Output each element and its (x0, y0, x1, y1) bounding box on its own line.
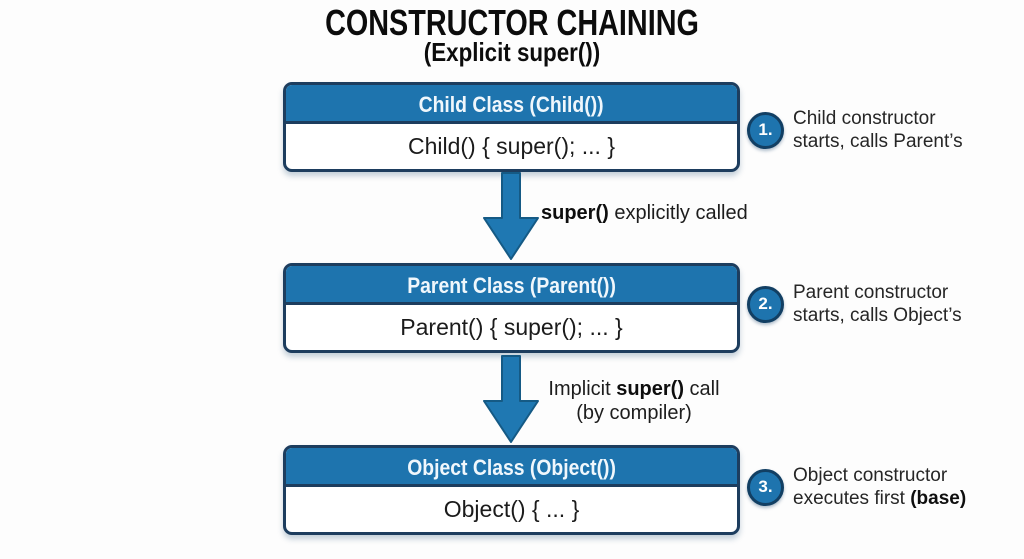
arrow-label-explicit-rest: explicitly called (608, 202, 748, 224)
diagram-subtitle: (Explicit super()) (423, 37, 601, 67)
class-box-parent-header: Parent Class (Parent()) (286, 266, 737, 305)
class-box-child-body: Child() { super(); ... } (407, 133, 616, 159)
arrow-label-implicit-bold: super() (616, 378, 684, 400)
down-arrow-icon (483, 172, 539, 260)
step-text: Child constructor starts, calls Parent’s (793, 107, 963, 153)
class-box-object-header-label: Object Class (Object()) (407, 455, 616, 480)
step-1-line2: starts, calls Parent’s (793, 131, 963, 152)
step-number-badge: 2. (747, 285, 784, 323)
step-2-line1: Parent constructor (793, 282, 949, 303)
step-2-line2: starts, calls Object’s (793, 305, 962, 326)
step-annotation-1: 1. Child constructor starts, calls Paren… (747, 107, 963, 153)
step-text: Parent constructor starts, calls Object’… (793, 281, 962, 327)
arrow-label-implicit-line1: Implicit super() call (528, 377, 740, 401)
arrow-label-implicit-line2: (by compiler) (576, 402, 692, 424)
diagram-title: CONSTRUCTOR CHAINING (325, 2, 699, 43)
class-box-child-header-label: Child Class (Child()) (419, 92, 604, 117)
step-3-line1: Object constructor (793, 465, 948, 486)
step-number-badge: 3. (747, 468, 784, 506)
class-box-child-header: Child Class (Child()) (286, 85, 737, 124)
arrow-label-implicit-pre: Implicit (548, 378, 617, 400)
step-1-line1: Child constructor (793, 108, 936, 129)
step-annotation-2: 2. Parent constructor starts, calls Obje… (747, 281, 962, 327)
step-3-line2: executes first (base) (793, 487, 966, 510)
class-box-parent-header-label: Parent Class (Parent()) (407, 273, 616, 298)
class-box-object-header: Object Class (Object()) (286, 448, 737, 487)
class-box-object: Object Class (Object()) Object() { ... } (283, 445, 740, 535)
step-text: Object constructor executes first (base) (793, 464, 966, 510)
arrow-label-explicit: super() explicitly called (541, 202, 748, 225)
class-box-parent: Parent Class (Parent()) Parent() { super… (283, 263, 740, 353)
class-box-parent-body: Parent() { super(); ... } (400, 314, 623, 340)
class-box-object-body: Object() { ... } (443, 496, 580, 522)
step-number-badge: 1. (747, 111, 784, 149)
step-3-line2-bold: (base) (910, 488, 967, 509)
arrow-label-explicit-bold: super() (541, 202, 609, 224)
class-box-child: Child Class (Child()) Child() { super();… (283, 82, 740, 172)
step-annotation-3: 3. Object constructor executes first (ba… (747, 464, 966, 510)
arrow-label-implicit: Implicit super() call (by compiler) (528, 377, 740, 425)
down-arrow-icon (483, 355, 539, 443)
arrow-label-implicit-post: call (684, 378, 720, 400)
step-3-line2-pre: executes first (793, 488, 911, 509)
